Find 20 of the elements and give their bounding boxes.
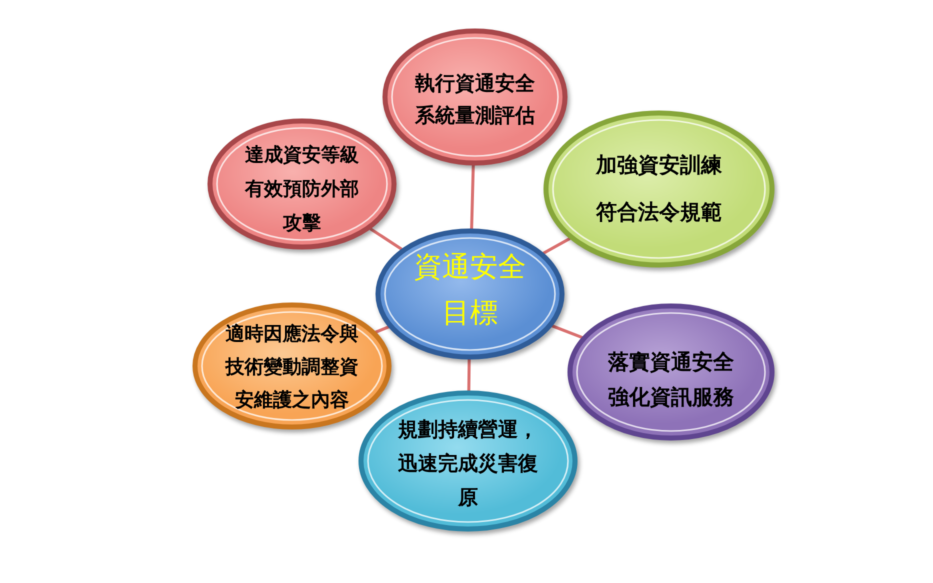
hub-ellipse (375, 228, 565, 360)
goal-label: 執行資通安全系統量測評估 (414, 70, 536, 129)
connector-line (467, 358, 471, 392)
goal-label: 適時因應法令與技術變動調整資安維護之內容 (224, 322, 360, 412)
goal-ellipse (543, 110, 775, 268)
connector-line (470, 164, 475, 230)
goal-label: 規劃持續營運，迅速完成災害復原 (396, 416, 539, 511)
goal-ellipse (567, 303, 775, 441)
goal-ellipse (358, 390, 578, 532)
goal-label: 落實資通安全強化資訊服務 (607, 349, 735, 411)
hub-label: 資通安全目標 (413, 249, 527, 331)
goal-ellipse (207, 118, 397, 250)
connector-line (551, 324, 583, 339)
goal-label: 達成資安等級有效預防外部攻擊 (244, 143, 360, 236)
goal-label: 加強資安訓練符合法令規範 (594, 152, 723, 226)
connector-line (375, 325, 390, 334)
goal-ellipse (382, 28, 568, 166)
connector-line (369, 227, 403, 251)
goal-ellipse (192, 302, 392, 430)
connector-line (542, 237, 571, 255)
